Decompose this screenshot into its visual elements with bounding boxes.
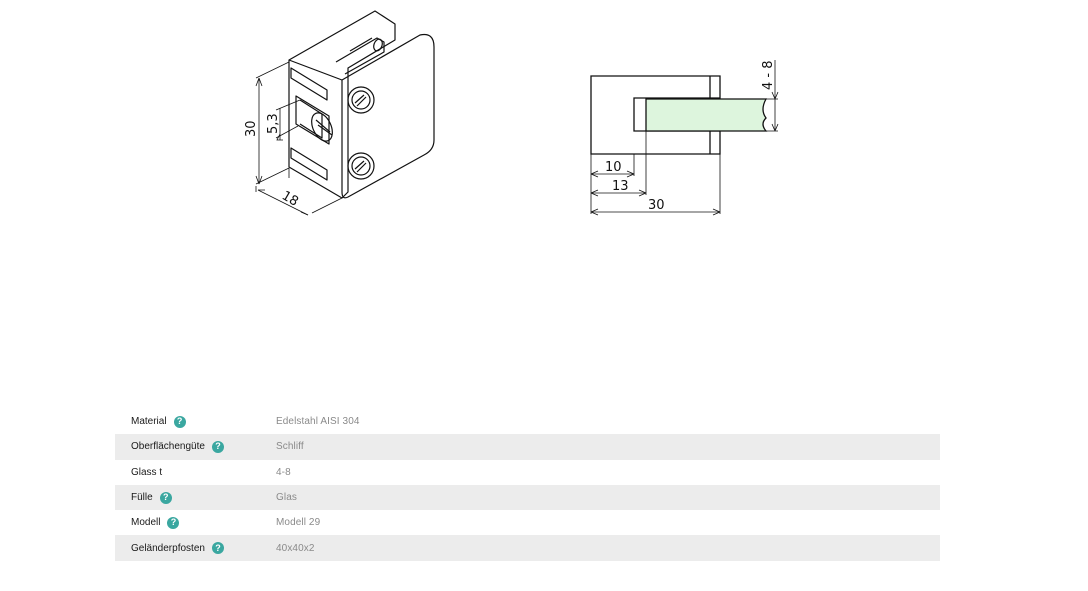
- spec-row-infill: Fülle ? Glas: [115, 484, 940, 511]
- spec-label: Geländerpfosten: [131, 542, 205, 554]
- help-icon[interactable]: ?: [159, 491, 172, 504]
- spec-row-glass-thickness: Glass t 4-8: [115, 460, 940, 485]
- spec-value: 40x40x2: [276, 542, 315, 554]
- spec-label-cell: Glass t: [115, 467, 276, 478]
- dim-slot-5-3: 5,3: [266, 113, 281, 134]
- technical-drawing: 30 5,3 18 4 - 8: [0, 0, 1088, 240]
- spec-label: Material: [131, 416, 167, 428]
- spec-value: 4-8: [276, 466, 291, 478]
- spec-label: Oberflächengüte: [131, 441, 205, 453]
- spec-label-cell: Geländerpfosten ?: [115, 542, 276, 555]
- help-icon[interactable]: ?: [211, 440, 224, 453]
- help-icon[interactable]: ?: [211, 542, 224, 555]
- spec-label-cell: Fülle ?: [115, 491, 276, 504]
- spec-value: Modell 29: [276, 517, 321, 529]
- help-icon[interactable]: ?: [173, 415, 186, 428]
- spec-value: Glas: [276, 492, 297, 504]
- spec-label-cell: Material ?: [115, 415, 276, 428]
- dim-height-30: 30: [244, 120, 259, 137]
- dim-depth-18: 18: [279, 188, 301, 209]
- spec-label: Glass t: [131, 466, 163, 478]
- isometric-clamp-drawing: 30 5,3 18: [244, 10, 435, 216]
- spec-label-cell: Modell ?: [115, 516, 276, 529]
- help-icon[interactable]: ?: [167, 516, 180, 529]
- spec-row-post: Geländerpfosten ? 40x40x2: [115, 535, 940, 561]
- spec-table: Material ? Edelstahl AISI 304 Oberfläche…: [115, 409, 940, 561]
- spec-label: Modell: [131, 517, 161, 529]
- spec-row-model: Modell ? Modell 29: [115, 510, 940, 535]
- spec-row-surface: Oberflächengüte ? Schliff: [115, 434, 940, 460]
- spec-label-cell: Oberflächengüte ?: [115, 440, 276, 453]
- spec-row-material: Material ? Edelstahl AISI 304: [115, 409, 940, 434]
- spec-value: Edelstahl AISI 304: [276, 416, 360, 428]
- spec-value: Schliff: [276, 441, 304, 453]
- spec-label: Fülle: [131, 492, 153, 504]
